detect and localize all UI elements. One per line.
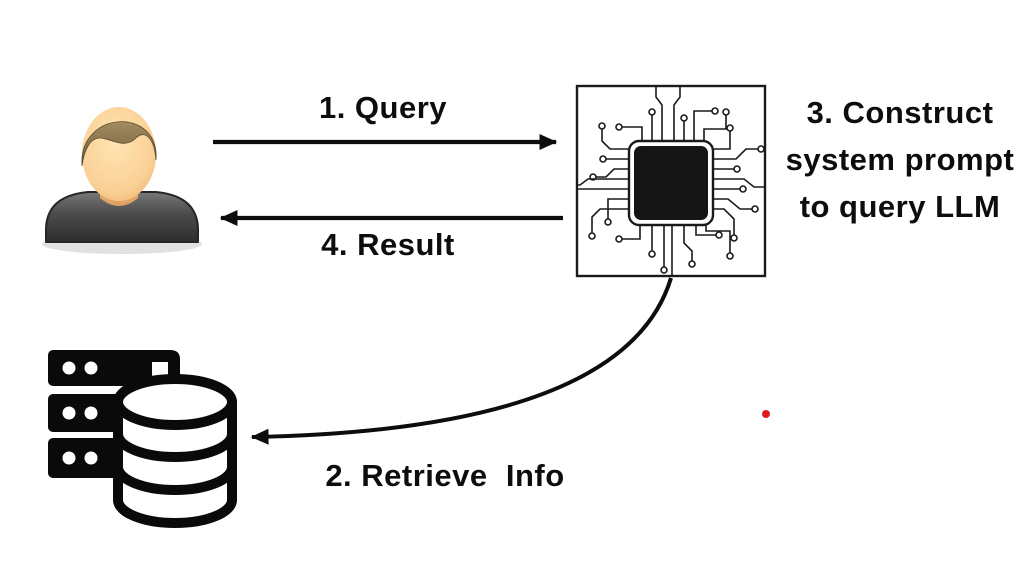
database-icon (48, 350, 237, 528)
label-step3-construct-prompt: 3. Construct system prompt to query LLM (785, 95, 1015, 224)
label-step1-query: 1. Query (318, 90, 448, 125)
red-dot-marker (762, 410, 770, 418)
chip-icon (575, 84, 767, 278)
retrieve-arrow (250, 277, 673, 445)
label-step4-result: 4. Result (321, 227, 455, 262)
label-step2-retrieve-info: 2. Retrieve Info (325, 458, 565, 493)
user-icon (42, 107, 202, 254)
